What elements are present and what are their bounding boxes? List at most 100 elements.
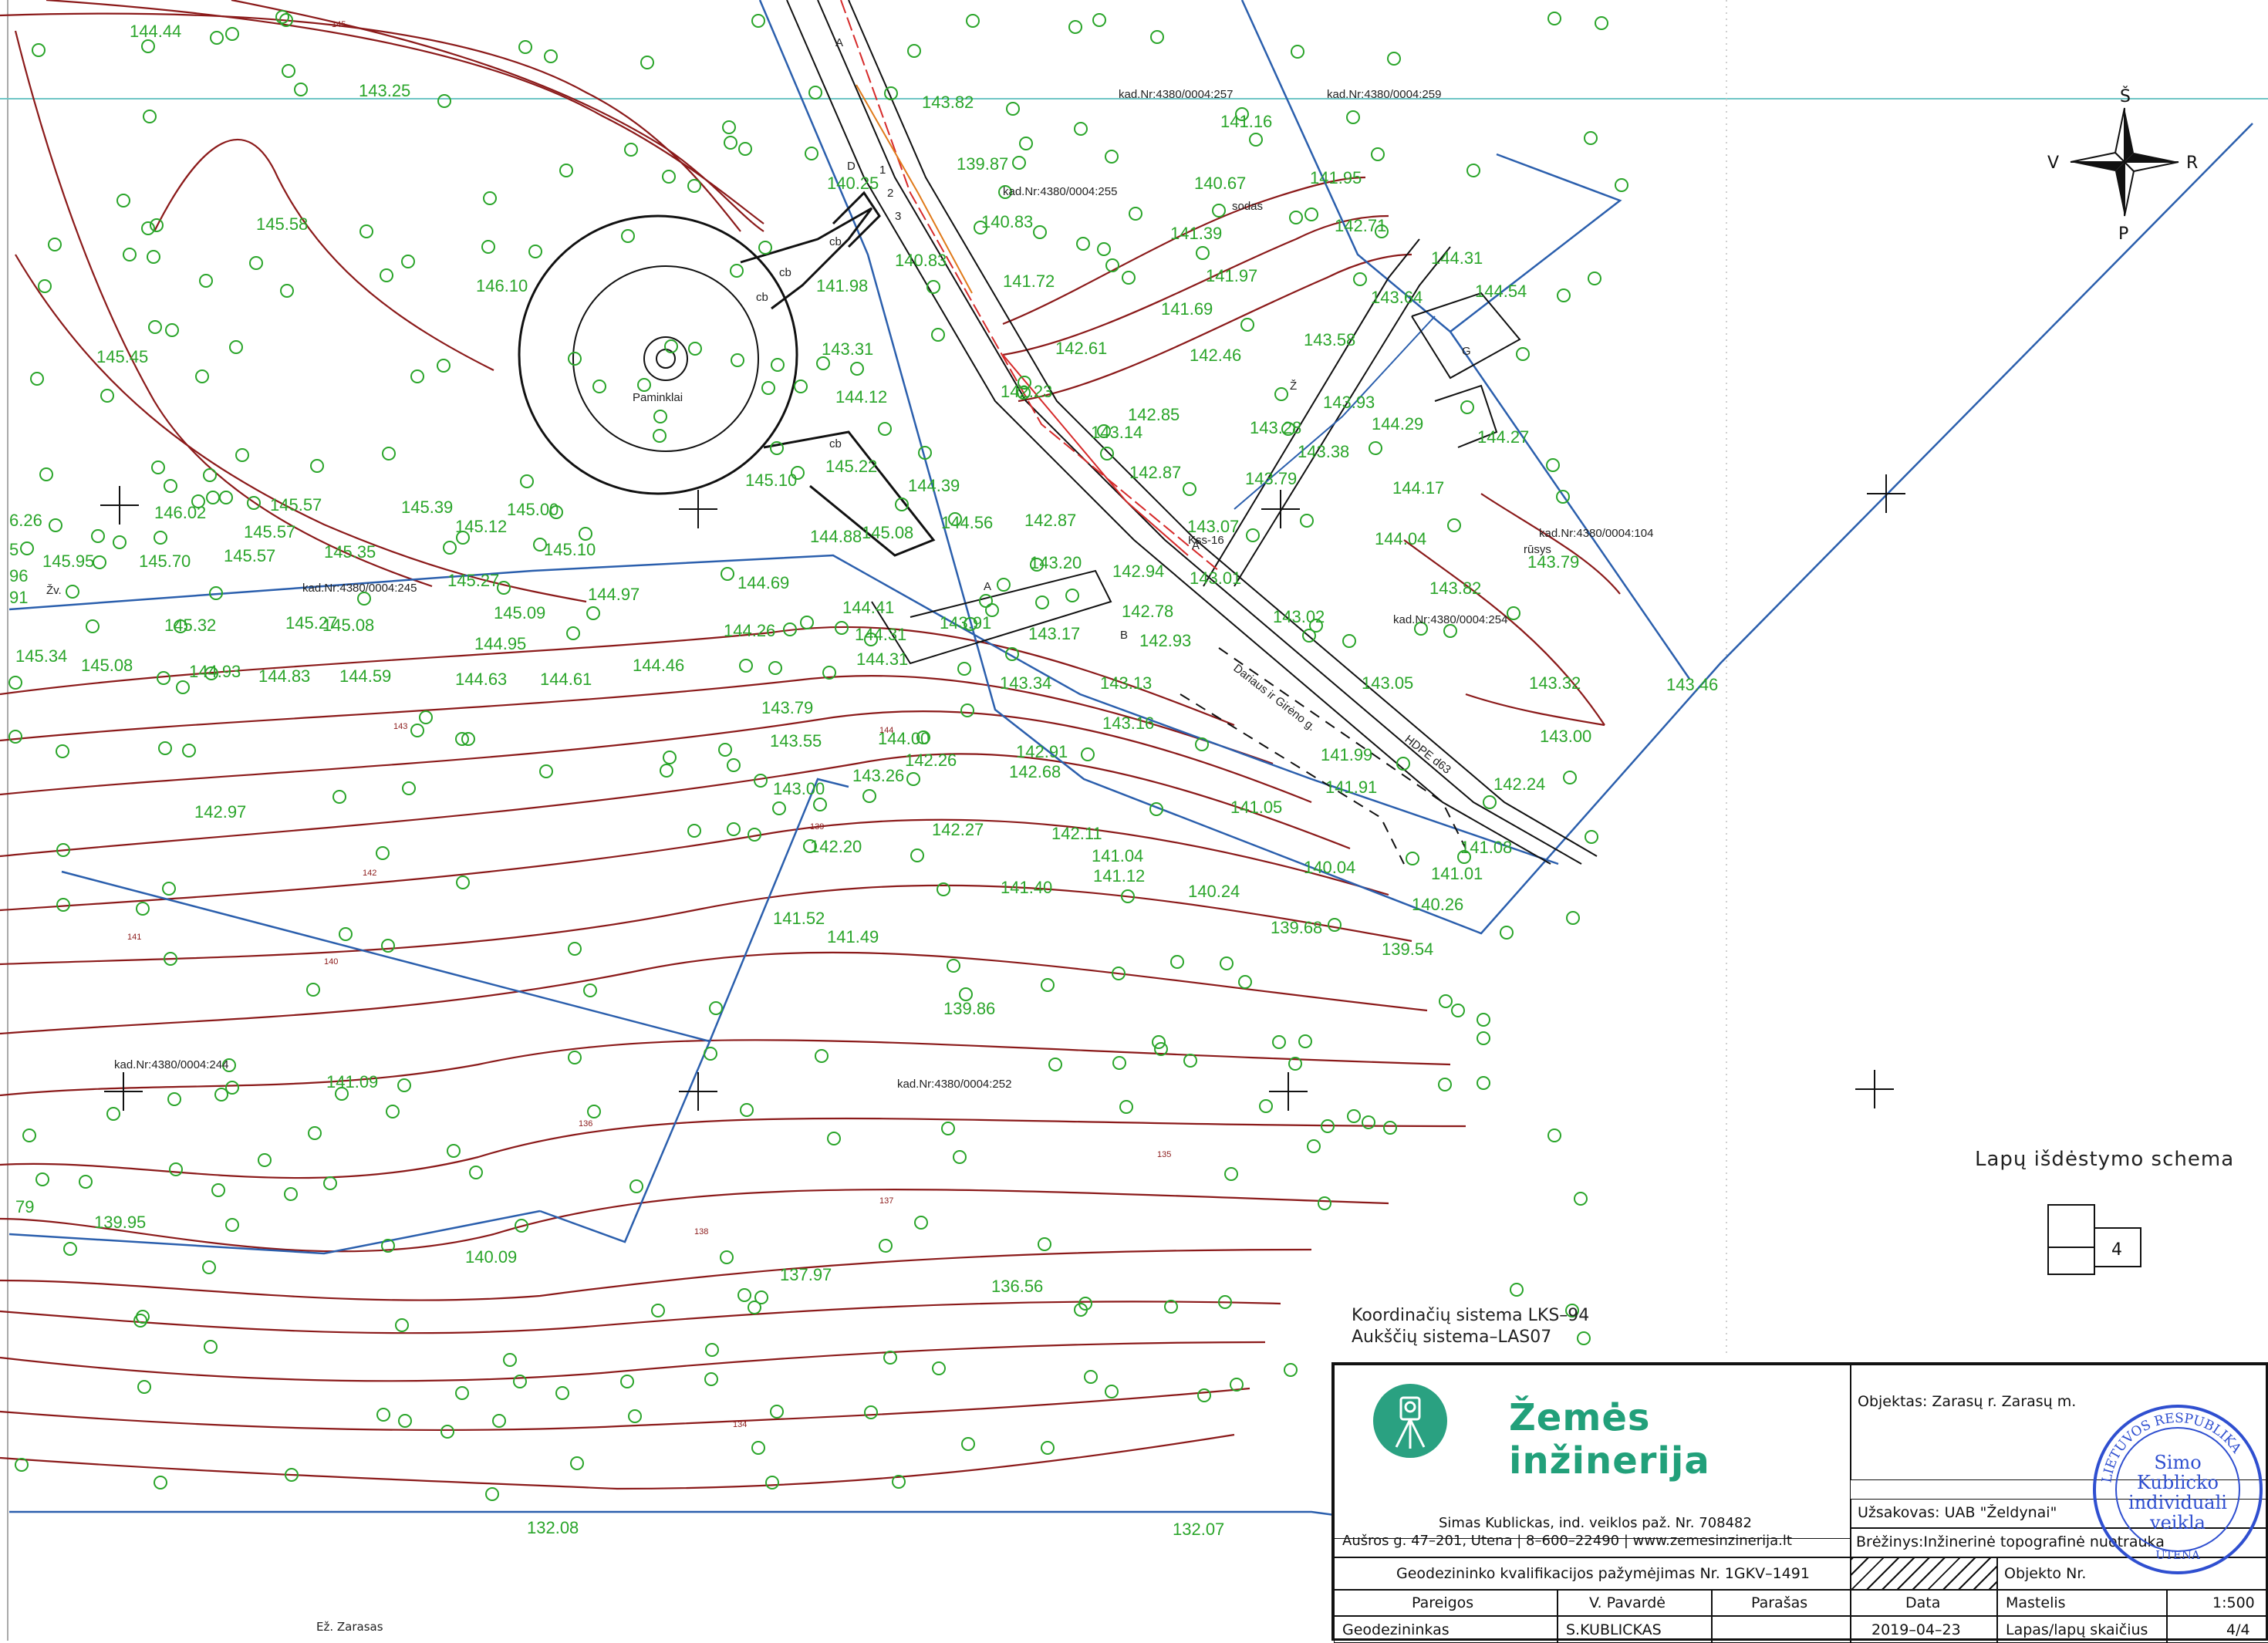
tree-symbol <box>528 245 542 258</box>
tree-symbol <box>380 268 393 282</box>
elevation-label: 144.93 <box>189 662 241 681</box>
header-date-text: Data <box>1905 1594 1941 1611</box>
elevation-label: 142.24 <box>1493 774 1545 794</box>
elevation-label: 143.32 <box>1529 673 1581 693</box>
tree-symbol <box>754 1290 768 1304</box>
tree-symbol <box>771 358 785 372</box>
tree-symbol <box>721 567 734 581</box>
tree-symbol <box>770 441 784 455</box>
row-name: S.KUBLICKAS <box>1558 1616 1712 1643</box>
tree-symbol <box>15 1458 29 1472</box>
tree-symbol <box>229 340 243 354</box>
elevation-label: 143.28 <box>1250 418 1301 437</box>
tree-symbol <box>518 40 532 54</box>
tree-symbol <box>56 843 70 857</box>
elevation-label: 139.86 <box>943 999 995 1018</box>
feature-label: A <box>1192 539 1200 552</box>
compass-west-label: V <box>2047 154 2059 173</box>
tree-symbol <box>20 541 34 555</box>
contour-line <box>0 1341 1266 1382</box>
elevation-label: 142.97 <box>194 802 246 822</box>
tree-symbol <box>66 585 79 599</box>
tree-symbol <box>258 1153 272 1167</box>
tree-symbol <box>395 1318 409 1332</box>
tree-symbol <box>916 730 930 744</box>
tree-symbol <box>1121 889 1135 903</box>
contour-line <box>0 1117 1466 1179</box>
tree-symbol <box>1328 918 1342 932</box>
header-name-text: V. Pavardė <box>1589 1594 1666 1611</box>
tree-symbol <box>219 491 233 504</box>
tree-symbol <box>754 774 768 788</box>
tree-symbol <box>931 328 945 342</box>
elevation-label: 143.31 <box>822 339 873 359</box>
elevation-label: 143.01 <box>1190 568 1241 588</box>
compass-rose-icon: Š P V R <box>2047 86 2198 244</box>
tree-symbol <box>568 942 582 956</box>
tree-symbol <box>1183 1054 1197 1068</box>
feature-label: HDPE d63 <box>1402 733 1453 777</box>
tree-symbol <box>154 531 167 545</box>
tree-symbol <box>628 1409 642 1423</box>
tree-symbol <box>1240 318 1254 332</box>
tree-symbol <box>1383 1121 1397 1135</box>
tree-symbol <box>485 1487 499 1501</box>
tree-symbol <box>1074 122 1088 136</box>
tree-symbol <box>1304 207 1318 221</box>
sheets-label: Lapas/lapų skaičius <box>2006 1621 2148 1638</box>
tree-symbol <box>100 389 114 403</box>
tree-symbol <box>957 662 971 676</box>
tree-symbol <box>1371 147 1385 161</box>
tree-symbol <box>410 724 424 737</box>
elevation-label: 143.82 <box>922 93 974 112</box>
elevation-label: 145.35 <box>324 542 376 562</box>
coordinate-system: Koordinačių sistema LKS–94 <box>1352 1306 1590 1325</box>
tree-symbol <box>191 494 205 508</box>
elevation-label: 140.26 <box>1412 895 1463 914</box>
elevation-label: 141.97 <box>1206 266 1257 285</box>
elevation-label: 143.26 <box>852 766 904 785</box>
row-position-text: Geodezininkas <box>1342 1621 1450 1638</box>
tree-symbol <box>1041 978 1055 992</box>
tree-symbol <box>884 86 898 100</box>
tree-symbol <box>624 143 638 157</box>
tree-symbol <box>22 1129 36 1142</box>
tree-symbol <box>1466 164 1480 177</box>
elevation-label: 141.99 <box>1321 745 1372 764</box>
tree-symbol <box>247 496 261 510</box>
tree-symbol <box>1235 107 1249 121</box>
contour-line <box>1002 214 1389 356</box>
tree-symbol <box>651 1304 665 1317</box>
tree-symbol <box>148 320 162 334</box>
tree-symbol <box>751 1441 765 1455</box>
tree-symbol <box>456 531 470 545</box>
feature-label: Žv. <box>46 584 62 597</box>
tree-symbol <box>724 136 737 150</box>
elevation-label: 143.38 <box>1298 442 1349 461</box>
object-label: Objektas: Zarasų r. Zarasų m. <box>1858 1393 2077 1410</box>
tree-symbol <box>947 959 960 973</box>
tree-symbol <box>586 606 600 620</box>
elevation-label: 145.70 <box>139 552 191 571</box>
tree-symbol <box>86 619 100 633</box>
parcel-number-label: kad.Nr:4380/0004:245 <box>302 582 417 595</box>
tree-symbol <box>587 1105 601 1118</box>
elevation-label: 143.05 <box>1362 673 1413 693</box>
tree-symbol <box>1105 1385 1119 1398</box>
elevation-label: 142.11 <box>1051 824 1102 843</box>
tree-symbol <box>1074 1303 1088 1317</box>
tree-symbol <box>1220 956 1234 970</box>
tree-symbol <box>381 939 395 953</box>
elevation-label: 141.52 <box>773 909 825 928</box>
elevation-label: 144.41 <box>842 598 894 617</box>
tree-symbol <box>926 280 940 294</box>
tree-symbol <box>137 1380 151 1394</box>
contour-line <box>1002 176 1366 326</box>
tree-symbol <box>397 1078 411 1092</box>
tree-symbol <box>1122 271 1136 285</box>
tree-symbol <box>91 529 105 543</box>
tree-symbol <box>382 447 396 461</box>
tree-symbol <box>1041 1441 1055 1455</box>
tree-symbol <box>687 824 701 838</box>
